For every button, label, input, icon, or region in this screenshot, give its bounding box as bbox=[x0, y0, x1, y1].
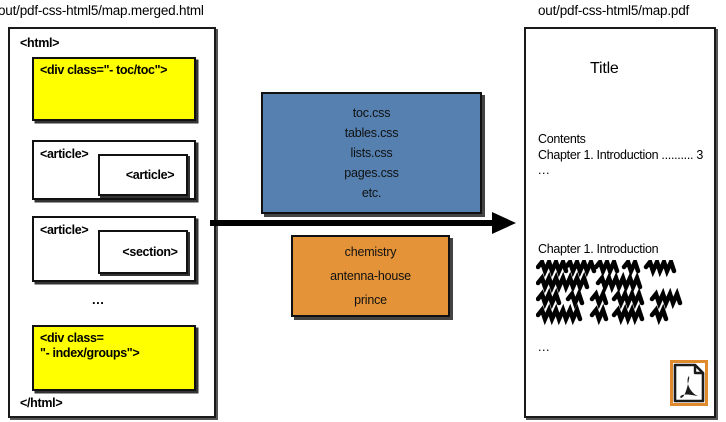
engine-item: chemistry bbox=[344, 245, 397, 259]
toc-div-label: <div class="- toc/toc"> bbox=[40, 63, 168, 77]
nested-article-box: <article> bbox=[98, 154, 188, 196]
css-item: etc. bbox=[361, 186, 382, 200]
pdf-contents-ellipsis: ... bbox=[538, 163, 550, 177]
left-panel-caption: out/pdf-css-html5/map.merged.html bbox=[0, 3, 204, 18]
css-item: tables.css bbox=[344, 126, 399, 140]
article-block-1: <article> <article> bbox=[32, 140, 196, 200]
css-item: toc.css bbox=[352, 106, 391, 120]
toc-div-box: <div class="- toc/toc"> bbox=[32, 57, 196, 121]
formatter-engines-box: chemistry antenna-house prince bbox=[291, 235, 450, 317]
right-arrow-icon bbox=[210, 212, 516, 234]
index-div-box: <div class= "- index/groups"> bbox=[32, 325, 196, 391]
article-block-1-outer-label: <article> bbox=[40, 147, 89, 161]
article-block-2-outer-label: <article> bbox=[40, 223, 89, 237]
css-item: pages.css bbox=[344, 166, 399, 180]
pdf-contents-entry: Chapter 1. Introduction .......... 3 bbox=[538, 148, 703, 162]
pdf-body-ellipsis: ... bbox=[538, 340, 550, 354]
css-stylesheets-box: toc.css tables.css lists.css pages.css e… bbox=[261, 92, 482, 214]
engine-item: prince bbox=[354, 293, 387, 307]
pdf-title: Title bbox=[590, 60, 619, 77]
html-open-tag: <html> bbox=[20, 36, 60, 50]
nested-section-label: <section> bbox=[122, 245, 178, 259]
pdf-file-icon bbox=[670, 360, 708, 406]
pdf-body-scribble-text bbox=[535, 255, 696, 326]
pdf-chapter-heading: Chapter 1. Introduction bbox=[538, 242, 659, 256]
index-div-label: <div class= "- index/groups"> bbox=[40, 331, 140, 360]
css-item: lists.css bbox=[350, 146, 393, 160]
html-close-tag: </html> bbox=[20, 396, 63, 410]
scribble-lines-icon bbox=[535, 255, 683, 326]
pdf-document-glyph bbox=[670, 360, 708, 406]
html-panel-ellipsis: ... bbox=[92, 292, 105, 307]
nested-article-label: <article> bbox=[125, 168, 175, 182]
nested-section-box: <section> bbox=[98, 230, 188, 274]
pdf-output-panel bbox=[524, 27, 716, 418]
pdf-contents-heading: Contents bbox=[538, 132, 586, 146]
transform-arrow bbox=[208, 208, 518, 238]
article-block-2: <article> <section> bbox=[32, 216, 196, 282]
right-panel-caption: out/pdf-css-html5/map.pdf bbox=[538, 3, 690, 18]
engine-item: antenna-house bbox=[330, 269, 411, 283]
